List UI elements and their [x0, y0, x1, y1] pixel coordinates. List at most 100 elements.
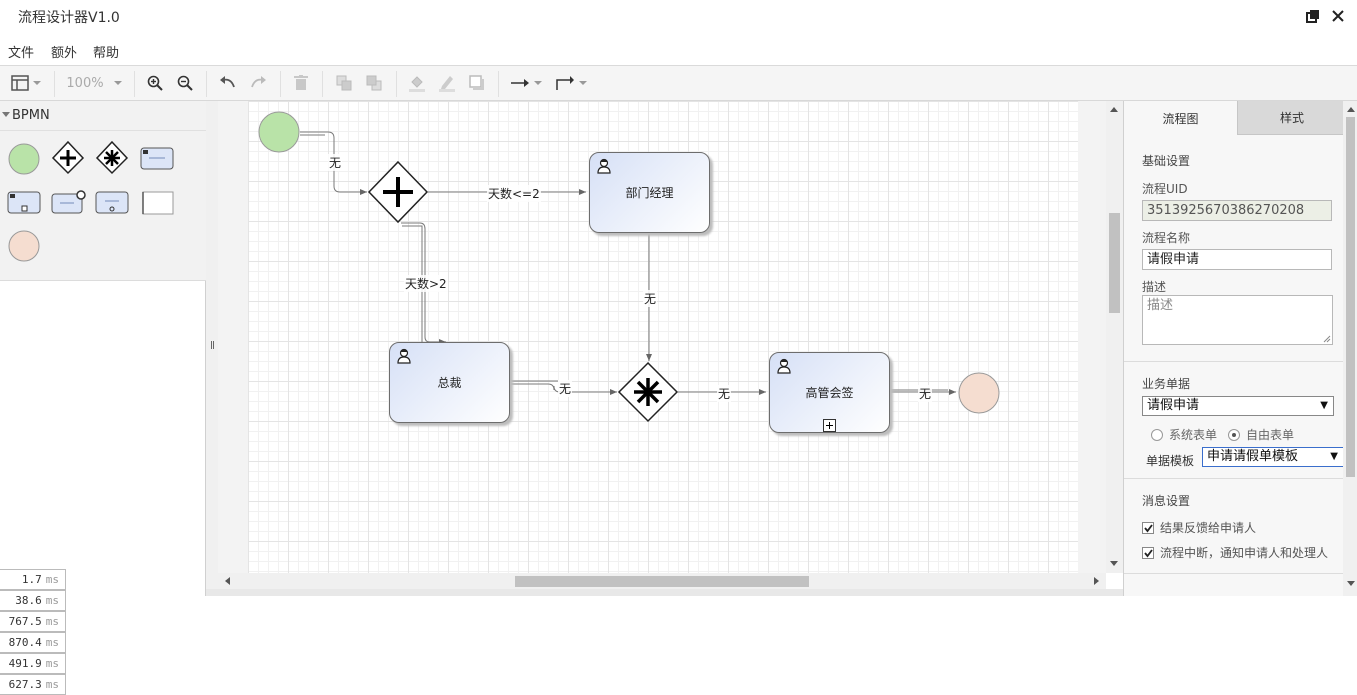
scroll-down-icon[interactable] [1347, 581, 1355, 586]
palette-header[interactable]: BPMN [0, 101, 206, 131]
biz-doc-value: 请假申请 [1147, 398, 1200, 413]
template-value: 申请请假单模板 [1207, 449, 1299, 464]
close-icon[interactable] [1328, 6, 1348, 26]
arrow-right-icon [511, 79, 529, 87]
dropdown-arrow-icon: ▼ [1330, 451, 1338, 462]
palette-shapes [0, 131, 206, 281]
to-front-button[interactable] [333, 71, 355, 95]
edge-label: 无 [717, 385, 732, 402]
delete-button[interactable] [290, 71, 312, 95]
radio-icon [1151, 428, 1163, 441]
to-back-button[interactable] [363, 71, 385, 95]
undo-button[interactable] [217, 71, 239, 95]
canvas-horizontal-scrollbar[interactable] [218, 573, 1106, 589]
biz-doc-select[interactable]: 请假申请 ▼ [1142, 396, 1334, 416]
shadow-icon [469, 75, 484, 90]
template-label: 单据模板 [1146, 454, 1195, 468]
redo-button[interactable] [247, 71, 269, 95]
end-event-shape[interactable] [6, 228, 42, 264]
edge-label: 无 [643, 290, 658, 307]
dropdown-arrow-icon: ▼ [1320, 400, 1328, 411]
task-executive-countersign[interactable]: 高管会签 [769, 352, 890, 433]
edge-label: 无 [918, 385, 933, 402]
zoom-in-icon [147, 75, 163, 91]
app-title: 流程设计器V1.0 [18, 10, 120, 26]
task-label: 高管会签 [805, 386, 854, 400]
scroll-right-icon[interactable] [1094, 577, 1099, 585]
menu-extras[interactable]: 额外 [51, 46, 78, 61]
to-back-icon [366, 75, 382, 91]
vertical-scroll-thumb[interactable] [1109, 213, 1120, 313]
edge-label: 天数<=2 [487, 185, 541, 202]
uid-label: 流程UID [1142, 182, 1188, 196]
user-task-shape[interactable] [139, 146, 175, 172]
section-basic-title: 基础设置 [1142, 154, 1191, 168]
edge-label: 无 [558, 380, 573, 397]
radio-free-form[interactable]: 自由表单 [1228, 426, 1294, 443]
menu-help[interactable]: 帮助 [93, 46, 120, 61]
task-label: 总裁 [437, 376, 462, 390]
palette-title: BPMN [12, 108, 50, 123]
template-select[interactable]: 申请请假单模板 ▼ [1202, 447, 1344, 467]
task-ceo[interactable]: 总裁 [389, 342, 510, 423]
radio-system-form[interactable]: 系统表单 [1151, 426, 1217, 443]
panel-scroll-thumb[interactable] [1346, 117, 1355, 477]
panel-splitter[interactable] [206, 101, 218, 596]
edge-label: 无 [328, 154, 343, 171]
scroll-up-icon[interactable] [1110, 107, 1118, 112]
menu-file[interactable]: 文件 [8, 46, 35, 61]
view-toggle-button[interactable] [8, 71, 44, 95]
zoom-out-icon [177, 75, 193, 91]
horizontal-scroll-thumb[interactable] [515, 576, 809, 587]
subprocess-task-shape[interactable] [6, 190, 42, 216]
annotation-shape[interactable] [139, 190, 175, 216]
task-dept-manager[interactable]: 部门经理 [589, 152, 710, 233]
to-front-icon [336, 75, 352, 91]
fill-color-button[interactable] [406, 71, 428, 95]
end-event[interactable] [958, 372, 1000, 414]
uid-field[interactable]: 3513925670386270208 [1142, 200, 1332, 221]
tab-diagram[interactable]: 流程图 [1124, 101, 1237, 135]
diagram-viewport: 部门经理 总裁 高管会签 无 天数<=2 天数>2 无 无 无 无 [218, 101, 1106, 573]
restore-icon[interactable] [1303, 6, 1323, 26]
scroll-down-icon[interactable] [1110, 561, 1118, 566]
toolbar: 100% [0, 66, 1357, 101]
expand-subprocess-icon[interactable] [823, 419, 836, 432]
complex-gateway[interactable] [617, 361, 679, 423]
zoom-in-button[interactable] [144, 71, 166, 95]
scroll-left-icon[interactable] [225, 577, 230, 585]
checkbox-feedback-label: 结果反馈给申请人 [1160, 521, 1257, 535]
parallel-gateway[interactable] [367, 160, 429, 224]
zoom-select[interactable]: 100% [62, 71, 126, 95]
properties-panel: 流程图 样式 基础设置 流程UID 3513925670386270208 流程… [1123, 101, 1357, 596]
checkbox-interrupt-label: 流程中断，通知申请人和处理人 [1160, 546, 1329, 560]
panel-scrollbar[interactable] [1343, 101, 1357, 596]
menu-bar: 文件 额外 帮助 [0, 34, 1357, 66]
tab-style[interactable]: 样式 [1237, 101, 1346, 135]
edge-label: 天数>2 [404, 275, 448, 292]
line-color-button[interactable] [436, 71, 458, 95]
timer-task-shape[interactable] [50, 190, 86, 216]
checkbox-feedback[interactable]: 结果反馈给申请人 [1142, 519, 1256, 536]
parallel-gateway-shape[interactable] [50, 140, 86, 176]
complex-gateway-shape[interactable] [94, 140, 130, 176]
zoom-out-button[interactable] [174, 71, 196, 95]
loop-task-shape[interactable] [94, 190, 130, 216]
start-event[interactable] [258, 111, 300, 153]
start-event-shape[interactable] [6, 141, 42, 177]
process-name-field[interactable]: 请假申请 [1142, 249, 1332, 270]
canvas-vertical-scrollbar[interactable] [1106, 101, 1123, 573]
description-textarea[interactable]: 描述 [1142, 295, 1333, 345]
scroll-up-icon[interactable] [1347, 107, 1355, 112]
checkbox-interrupt-notify[interactable]: 流程中断，通知申请人和处理人 [1142, 544, 1328, 561]
diagram-canvas[interactable]: 部门经理 总裁 高管会签 无 天数<=2 天数>2 无 无 无 无 [248, 101, 1078, 573]
user-icon [777, 358, 791, 374]
shadow-button[interactable] [466, 71, 488, 95]
resize-handle-icon[interactable] [1323, 335, 1331, 343]
connection-style-button[interactable] [508, 71, 544, 95]
waypoints-button[interactable] [553, 71, 589, 95]
zoom-value: 100% [66, 75, 104, 91]
radio-free-label: 自由表单 [1246, 428, 1295, 442]
